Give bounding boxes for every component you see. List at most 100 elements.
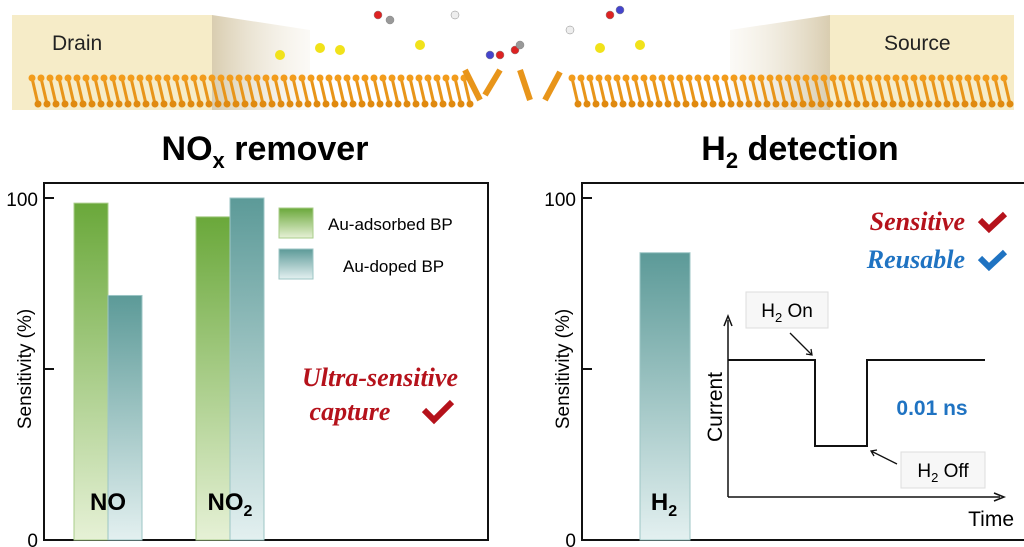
bars <box>639 252 691 541</box>
drain-label: Drain <box>52 32 102 55</box>
chart-title: NOx remover <box>162 130 369 173</box>
phosphorus-atom <box>811 74 819 82</box>
bond <box>417 77 427 105</box>
bond <box>948 77 958 105</box>
bars <box>73 197 265 541</box>
phosphorus-atom <box>199 74 207 82</box>
phosphorus-atom <box>925 100 933 108</box>
bond <box>813 77 823 105</box>
phosphorus-atom <box>433 74 441 82</box>
phosphorus-atom <box>118 74 126 82</box>
bond <box>354 77 364 105</box>
bond <box>264 77 274 105</box>
phosphorus-atom <box>295 100 303 108</box>
bond <box>444 77 454 105</box>
bond <box>903 77 913 105</box>
annotation-ultra-sensitive: Ultra-sensitive <box>302 363 458 392</box>
phosphorus-atom <box>205 100 213 108</box>
phosphorus-atom <box>379 74 387 82</box>
bond <box>597 77 607 105</box>
phosphorus-atom <box>73 74 81 82</box>
bond <box>912 77 922 105</box>
phosphorus-atom <box>100 74 108 82</box>
bond <box>282 77 292 105</box>
phosphorus-atom <box>439 100 447 108</box>
gold-atom <box>335 45 345 55</box>
phosphorus-atom <box>244 74 252 82</box>
phosphorus-atom <box>163 74 171 82</box>
phosphorus-atom <box>208 74 216 82</box>
phosphorus-atom <box>187 100 195 108</box>
phosphorus-atom <box>763 100 771 108</box>
phosphorus-atom <box>172 74 180 82</box>
bar-h2 <box>639 252 691 541</box>
phosphorus-atom <box>394 100 402 108</box>
phosphorus-atom <box>37 74 45 82</box>
gold-atom <box>315 43 325 53</box>
phosphorus-atom <box>970 100 978 108</box>
phosphorus-atom <box>214 100 222 108</box>
gold-atom <box>275 50 285 60</box>
bar-au-doped <box>229 197 265 541</box>
bond <box>651 77 661 105</box>
phosphorus-atom <box>685 74 693 82</box>
phosphorus-atom <box>919 74 927 82</box>
phosphorus-atom <box>271 74 279 82</box>
phosphorus-atom <box>928 74 936 82</box>
phosphorus-atom <box>592 100 600 108</box>
gold-atom <box>415 40 425 50</box>
bond <box>795 77 805 105</box>
phosphorus-atom <box>982 74 990 82</box>
phosphorus-atom <box>403 100 411 108</box>
bond <box>66 77 76 105</box>
bond <box>579 77 589 105</box>
phosphorus-atom <box>775 74 783 82</box>
bond <box>246 77 256 105</box>
gas-molecule <box>450 10 460 20</box>
bar-au-doped <box>107 294 143 541</box>
phosphorus-atom <box>874 74 882 82</box>
bond <box>786 77 796 105</box>
bond <box>894 77 904 105</box>
phosphorus-atom <box>52 100 60 108</box>
y-axis-label: Sensitivity (%) <box>553 309 574 429</box>
phosphorus-atom <box>790 100 798 108</box>
bond <box>840 77 850 105</box>
phosphorus-atom <box>64 74 72 82</box>
phosphorus-atom <box>370 74 378 82</box>
bond <box>462 77 472 105</box>
bond <box>390 77 400 105</box>
bond <box>318 77 328 105</box>
bond <box>876 77 886 105</box>
bond <box>669 77 679 105</box>
bond <box>48 77 58 105</box>
phosphorus-atom <box>397 74 405 82</box>
source-electrode <box>830 15 1014 110</box>
phosphorus-atom <box>712 74 720 82</box>
phosphorus-atom <box>640 74 648 82</box>
current-trace <box>728 359 985 447</box>
phosphorus-atom <box>34 100 42 108</box>
bond <box>255 77 265 105</box>
phosphorus-atom <box>451 74 459 82</box>
legend-swatch-au-adsorbed <box>278 207 314 239</box>
phosphorus-atom <box>610 100 618 108</box>
bond <box>750 77 760 105</box>
phosphorus-atom <box>424 74 432 82</box>
phosphorus-atom <box>766 74 774 82</box>
phosphorus-atom <box>358 100 366 108</box>
phosphorus-atom <box>259 100 267 108</box>
phosphorus-atom <box>316 74 324 82</box>
category-label-no: NO <box>90 489 126 516</box>
phosphorus-atom <box>802 74 810 82</box>
phosphorus-atom <box>988 100 996 108</box>
phosphorus-atom <box>262 74 270 82</box>
phosphorus-atom <box>142 100 150 108</box>
bond <box>336 77 346 105</box>
bond <box>606 77 616 105</box>
y-axis-label: Sensitivity (%) <box>15 309 36 429</box>
annotation-capture: capture <box>310 397 391 426</box>
phosphorus-atom <box>784 74 792 82</box>
bond <box>984 77 994 105</box>
